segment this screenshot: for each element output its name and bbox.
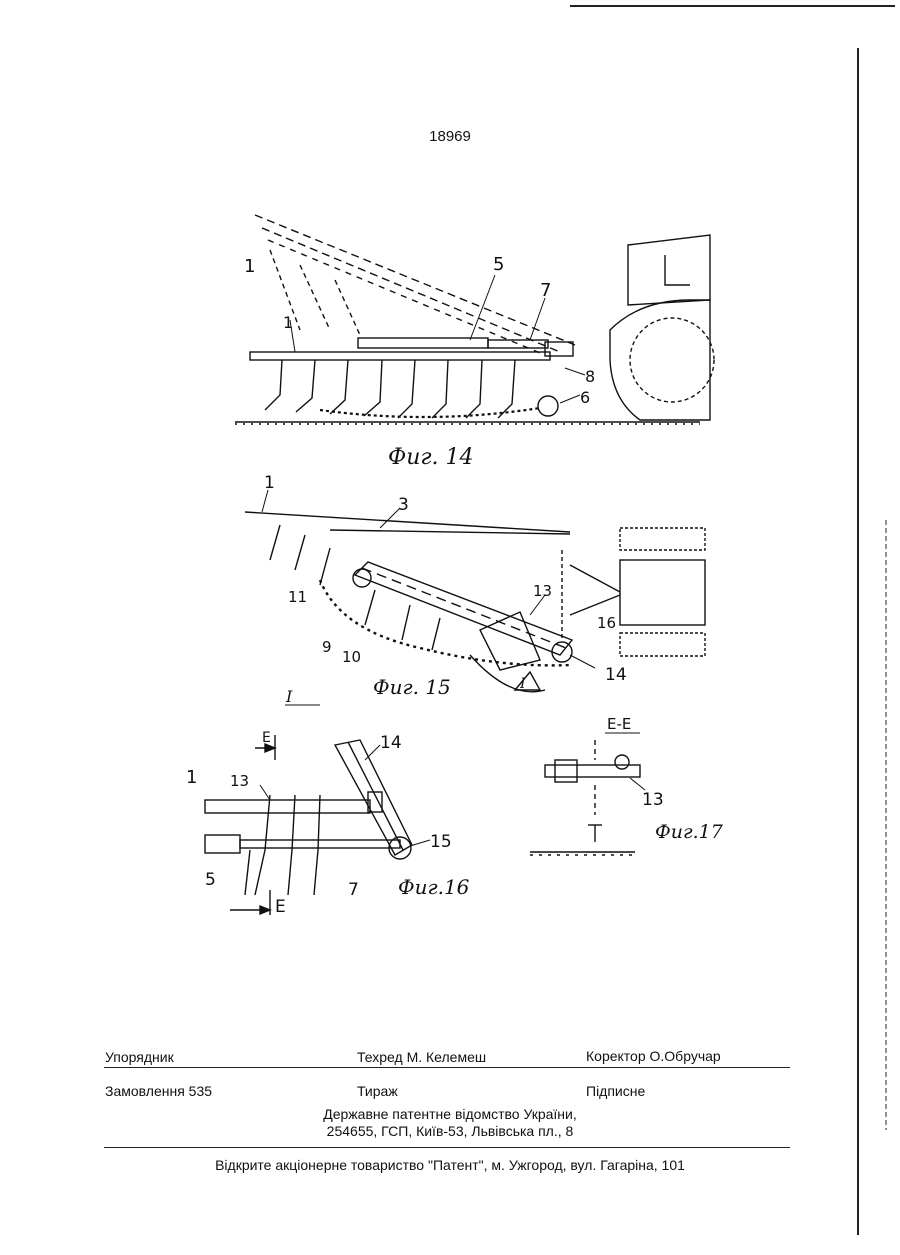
fig16-label-7: 7 <box>348 880 359 900</box>
fig14-label-7: 7 <box>540 280 551 301</box>
fig16-label-1: 1 <box>186 767 197 788</box>
subscription: Підписне <box>586 1083 645 1099</box>
fig15-label-16: 16 <box>597 614 616 632</box>
fig15-label-14: 14 <box>605 665 627 685</box>
tech-editor: Техред М. Келемеш <box>357 1049 486 1065</box>
patent-office-line1: Державне патентне відомство України, <box>220 1106 680 1123</box>
imprint-rule-bottom <box>104 1147 790 1148</box>
fig16-label-E-top: E <box>262 730 271 746</box>
fig15-label-11: 11 <box>288 588 307 606</box>
corrector: Коректор О.Обручар <box>586 1048 721 1064</box>
figure-17-drawing <box>530 733 645 855</box>
circulation: Тираж <box>357 1083 398 1099</box>
figure-15-drawing <box>245 490 705 692</box>
fig16-section-label: I <box>285 687 293 706</box>
fig16-label-13: 13 <box>230 772 249 790</box>
fig16-caption: Фиг.16 <box>398 875 470 899</box>
fig15-label-1: 1 <box>264 473 275 493</box>
fig16-label-15: 15 <box>430 832 452 852</box>
fig15-label-10: 10 <box>342 648 361 666</box>
fig14-label-1b: 1 <box>283 313 293 332</box>
fig16-label-5: 5 <box>205 870 216 890</box>
imprint-rule-top <box>104 1067 790 1068</box>
fig15-label-13: 13 <box>533 582 552 600</box>
fig17-section-label: E-E <box>607 715 631 733</box>
fig15-caption: Фиг. 15 <box>373 675 451 699</box>
patent-office-line2: 254655, ГСП, Київ-53, Львівська пл., 8 <box>220 1123 680 1140</box>
fig16-label-14: 14 <box>380 733 402 753</box>
compiler-label: Упорядник <box>105 1049 174 1065</box>
fig14-caption: Фиг. 14 <box>388 445 474 470</box>
fig14-label-8: 8 <box>585 367 595 386</box>
fig15-label-3: 3 <box>398 495 409 515</box>
fig17-label-13: 13 <box>642 790 664 810</box>
fig15-label-I: I <box>519 676 526 692</box>
order-number: Замовлення 535 <box>105 1083 212 1099</box>
fig14-label-5: 5 <box>493 254 504 275</box>
fig17-caption: Фиг.17 <box>655 821 724 843</box>
fig15-label-9: 9 <box>322 638 332 656</box>
figure-14-drawing <box>235 215 714 424</box>
fig16-label-E-bottom: E <box>275 897 286 917</box>
fig14-label-6: 6 <box>580 388 590 407</box>
publisher-line: Відкрите акціонерне товариство "Патент",… <box>0 1157 900 1173</box>
fig14-label-1a: 1 <box>244 256 255 277</box>
